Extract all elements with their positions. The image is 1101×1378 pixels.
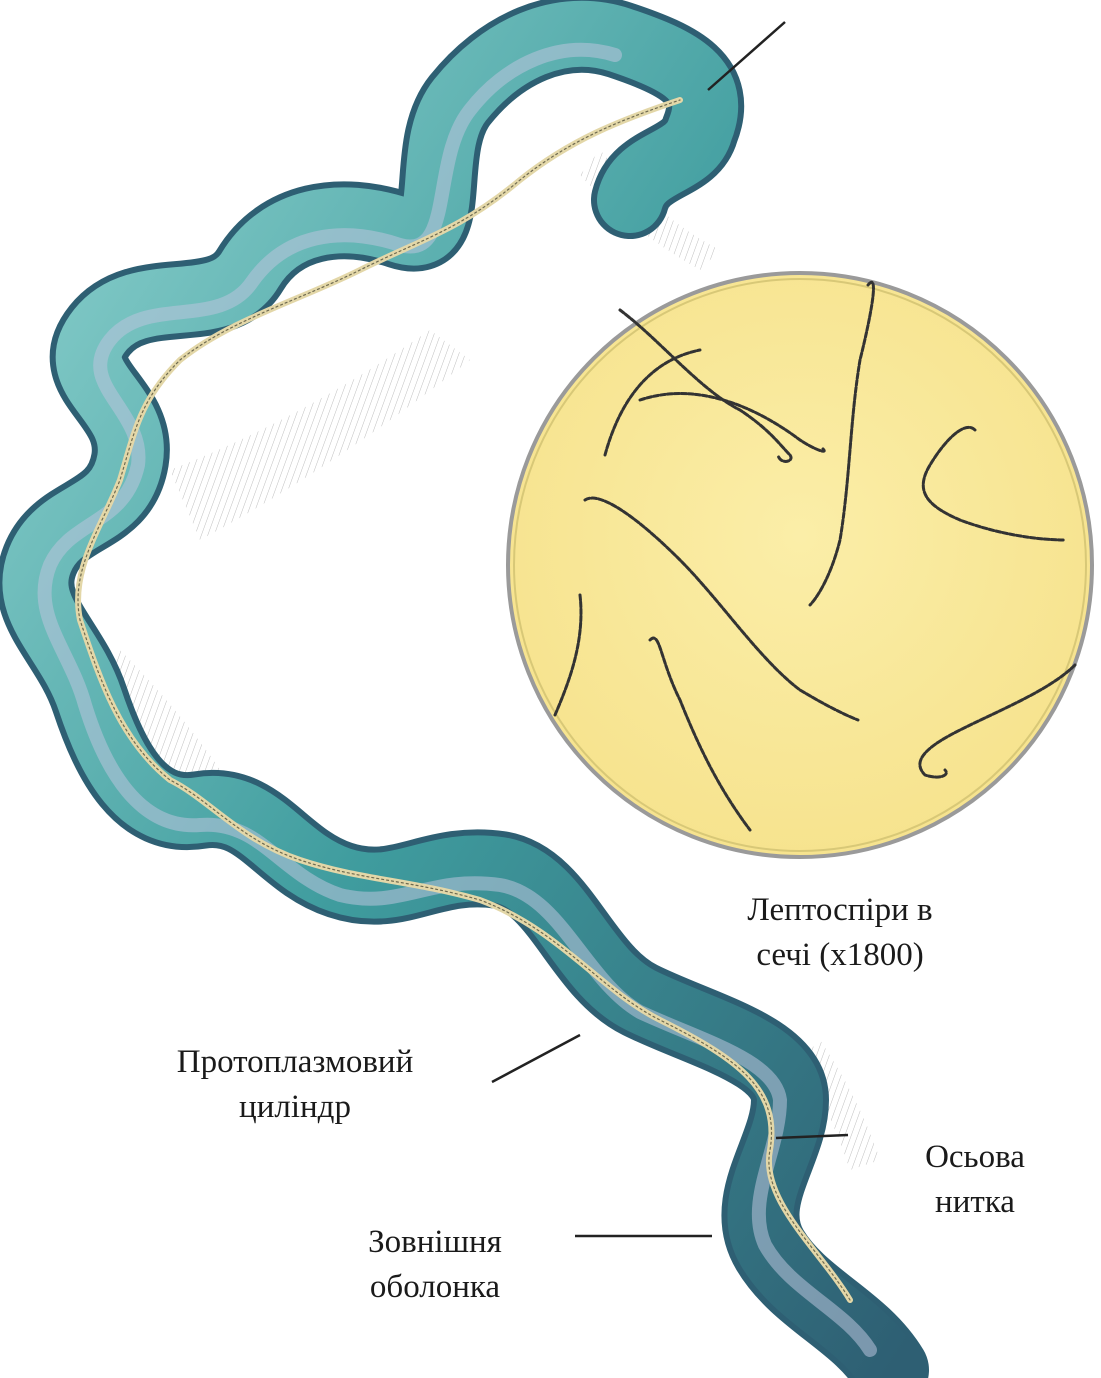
axial-filament-label: Осьова нитка: [880, 1135, 1070, 1224]
micrograph-disc: [508, 273, 1092, 857]
axial-filament-line1: Осьова: [880, 1135, 1070, 1180]
micrograph-caption: Лептоспіри в сечі (х1800): [700, 888, 980, 977]
micrograph-caption-line1: Лептоспіри в: [700, 888, 980, 933]
protoplasmic-cylinder-label: Протоплазмовий циліндр: [145, 1040, 445, 1129]
outer-sheath-line2: оболонка: [320, 1265, 550, 1310]
outer-sheath-label: Зовнішня оболонка: [320, 1220, 550, 1309]
micrograph-caption-line2: сечі (х1800): [700, 933, 980, 978]
protoplasmic-cylinder-line2: циліндр: [145, 1085, 445, 1130]
axial-filament-line2: нитка: [880, 1180, 1070, 1225]
leader-line-cylinder: [492, 1035, 580, 1082]
protoplasmic-cylinder-line1: Протоплазмовий: [145, 1040, 445, 1085]
outer-sheath-line1: Зовнішня: [320, 1220, 550, 1265]
